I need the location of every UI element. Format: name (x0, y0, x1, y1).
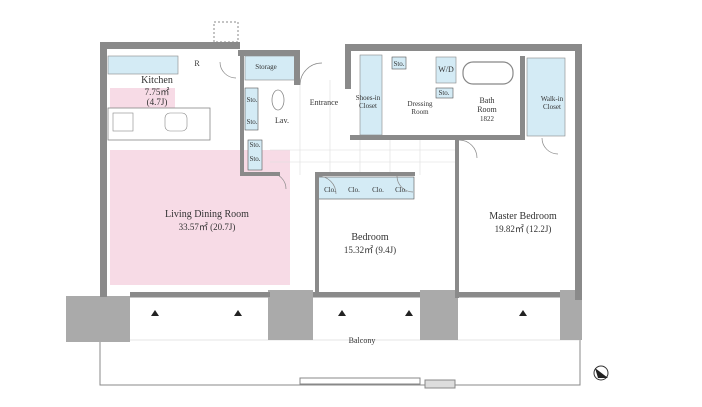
master-bedroom-name: Master Bedroom (489, 211, 557, 222)
pillar (420, 290, 458, 340)
sto-label: Sto. (393, 60, 405, 68)
wd-label: W/D (438, 65, 454, 74)
refrigerator-label: R (194, 59, 200, 68)
bedroom-area: 15.32㎡ (9.4J) (343, 245, 397, 255)
sto-label: Sto. (246, 118, 258, 126)
pillar (560, 290, 582, 340)
pillar (66, 296, 130, 342)
sto-label: Sto. (246, 96, 258, 104)
walls (100, 42, 582, 300)
clo-label: Clo. (372, 186, 384, 194)
balcony-label: Balcony (348, 336, 376, 345)
clo-label: Clo. (348, 186, 360, 194)
kitchen-area: 7.75㎡ (144, 87, 170, 97)
kitchen-highlight (110, 88, 175, 108)
sto-label: Sto. (438, 89, 450, 97)
sto-label: Sto. (249, 141, 261, 149)
living-name: Living Dining Room (165, 209, 249, 220)
clo-label: Clo. (324, 186, 336, 194)
kitchen-name: Kitchen (141, 75, 173, 86)
storage-label: Storage (255, 63, 277, 71)
bedroom-name: Bedroom (351, 232, 389, 243)
balcony-area (99, 296, 581, 386)
stove-icon (112, 112, 134, 132)
toilet-icon (271, 89, 285, 111)
lavatory-label: Lav. (275, 116, 289, 125)
sink-icon (164, 112, 188, 132)
bathtub-icon (462, 61, 514, 85)
pillar (268, 290, 313, 340)
sto-label: Sto. (249, 155, 261, 163)
north-compass-icon (593, 365, 609, 381)
master-bedroom-area: 19.82㎡ (12.2J) (494, 224, 552, 234)
door-swings (219, 61, 559, 195)
living-area: 33.57㎡ (20.7J) (178, 222, 236, 232)
kitchen-tatami: (4.7J) (146, 97, 168, 107)
clo-label: Clo. (395, 186, 407, 194)
entrance-label: Entrance (309, 98, 339, 107)
